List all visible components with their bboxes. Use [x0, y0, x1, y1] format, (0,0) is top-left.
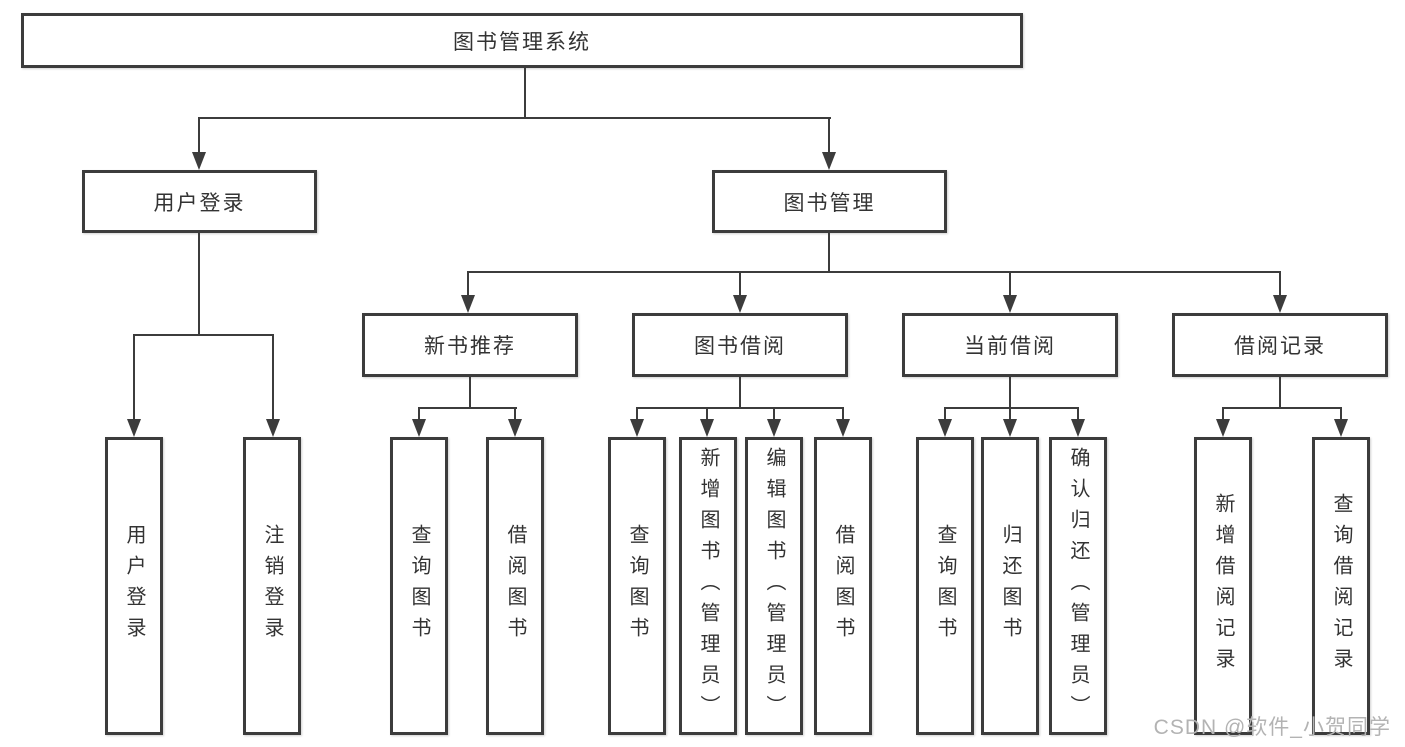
node-current-borrowing: 当前借阅: [902, 313, 1118, 377]
connector-line: [739, 377, 741, 408]
connector-line: [1009, 407, 1011, 421]
leaf-confirm-return-admin: 确认归还（管理员）: [1049, 437, 1107, 735]
arrow-down: [1071, 419, 1085, 437]
csdn-watermark: CSDN @软件_小贺同学: [1153, 716, 1391, 739]
connector-line: [514, 407, 516, 421]
connector-line: [198, 117, 831, 119]
leaf-add-books-admin: 新增图书（管理员）: [679, 437, 737, 735]
leaf-query-borrow-record: 查询借阅记录: [1312, 437, 1370, 735]
connector-line: [1077, 407, 1079, 421]
connector-line: [469, 377, 471, 408]
arrow-down: [700, 419, 714, 437]
arrow-down: [767, 419, 781, 437]
leaf-add-borrow-record-label: 新增借阅记录: [1212, 493, 1234, 679]
leaf-query-books-borrowing: 查询图书: [608, 437, 666, 735]
arrow-down: [630, 419, 644, 437]
connector-line: [418, 407, 420, 421]
leaf-query-books-recommend-label: 查询图书: [408, 524, 430, 648]
connector-line: [467, 271, 1281, 273]
connector-line: [418, 407, 517, 409]
leaf-borrow-books-label: 借阅图书: [832, 524, 854, 648]
leaf-query-books-borrowing-label: 查询图书: [626, 524, 648, 648]
arrow-down: [733, 295, 747, 313]
node-book-management: 图书管理: [712, 170, 947, 233]
leaf-add-borrow-record: 新增借阅记录: [1194, 437, 1252, 735]
leaf-logout-label: 注销登录: [261, 524, 283, 648]
arrow-down: [1273, 295, 1287, 313]
leaf-return-books: 归还图书: [981, 437, 1039, 735]
connector-line: [944, 407, 1079, 409]
arrow-down: [1334, 419, 1348, 437]
connector-line: [828, 117, 830, 153]
leaf-query-books-current-label: 查询图书: [934, 524, 956, 648]
leaf-user-login: 用户登录: [105, 437, 163, 735]
leaf-edit-books-admin-label: 编辑图书（管理员）: [763, 446, 785, 726]
arrow-down: [938, 419, 952, 437]
arrow-down: [266, 419, 280, 437]
connector-line: [1009, 271, 1011, 296]
arrow-down: [461, 295, 475, 313]
arrow-down: [822, 152, 836, 170]
connector-line: [524, 68, 526, 118]
connector-line: [773, 407, 775, 421]
connector-line: [198, 233, 200, 335]
leaf-return-books-label: 归还图书: [999, 524, 1021, 648]
leaf-add-books-admin-label: 新增图书（管理员）: [697, 446, 719, 726]
connector-line: [133, 334, 135, 421]
leaf-query-books-current: 查询图书: [916, 437, 974, 735]
connector-line: [467, 271, 469, 296]
leaf-query-books-recommend: 查询图书: [390, 437, 448, 735]
connector-line: [1279, 271, 1281, 296]
connector-line: [828, 233, 830, 272]
connector-line: [636, 407, 638, 421]
connector-line: [842, 407, 844, 421]
arrow-down: [836, 419, 850, 437]
node-root: 图书管理系统: [21, 13, 1023, 68]
leaf-borrow-books-recommend: 借阅图书: [486, 437, 544, 735]
connector-line: [739, 271, 741, 296]
leaf-edit-books-admin: 编辑图书（管理员）: [745, 437, 803, 735]
arrow-down: [412, 419, 426, 437]
connector-line: [636, 407, 844, 409]
connector-line: [1222, 407, 1224, 421]
leaf-confirm-return-admin-label: 确认归还（管理员）: [1067, 446, 1089, 726]
leaf-borrow-books: 借阅图书: [814, 437, 872, 735]
arrow-down: [1003, 295, 1017, 313]
node-book-borrowing: 图书借阅: [632, 313, 848, 377]
node-new-book-recommend-label: 新书推荐: [424, 335, 516, 358]
connector-line: [1340, 407, 1342, 421]
leaf-logout: 注销登录: [243, 437, 301, 735]
connector-line: [1222, 407, 1342, 409]
leaf-query-borrow-record-label: 查询借阅记录: [1330, 493, 1352, 679]
node-book-borrowing-label: 图书借阅: [694, 335, 786, 358]
arrow-down: [1003, 419, 1017, 437]
connector-line: [133, 334, 274, 336]
arrow-down: [1216, 419, 1230, 437]
arrow-down: [192, 152, 206, 170]
node-current-borrowing-label: 当前借阅: [964, 335, 1056, 358]
arrow-down: [508, 419, 522, 437]
connector-line: [1009, 377, 1011, 408]
connector-line: [272, 334, 274, 421]
connector-line: [1279, 377, 1281, 408]
node-user-login: 用户登录: [82, 170, 317, 233]
leaf-user-login-label: 用户登录: [123, 524, 145, 648]
arrow-down: [127, 419, 141, 437]
node-root-label: 图书管理系统: [453, 30, 591, 54]
node-user-login-label: 用户登录: [153, 191, 246, 215]
node-borrowing-records-label: 借阅记录: [1234, 335, 1326, 358]
leaf-borrow-books-recommend-label: 借阅图书: [504, 524, 526, 648]
node-book-management-label: 图书管理: [783, 191, 876, 215]
node-borrowing-records: 借阅记录: [1172, 313, 1388, 377]
connector-line: [944, 407, 946, 421]
connector-line: [198, 117, 200, 153]
node-new-book-recommend: 新书推荐: [362, 313, 578, 377]
connector-line: [706, 407, 708, 421]
